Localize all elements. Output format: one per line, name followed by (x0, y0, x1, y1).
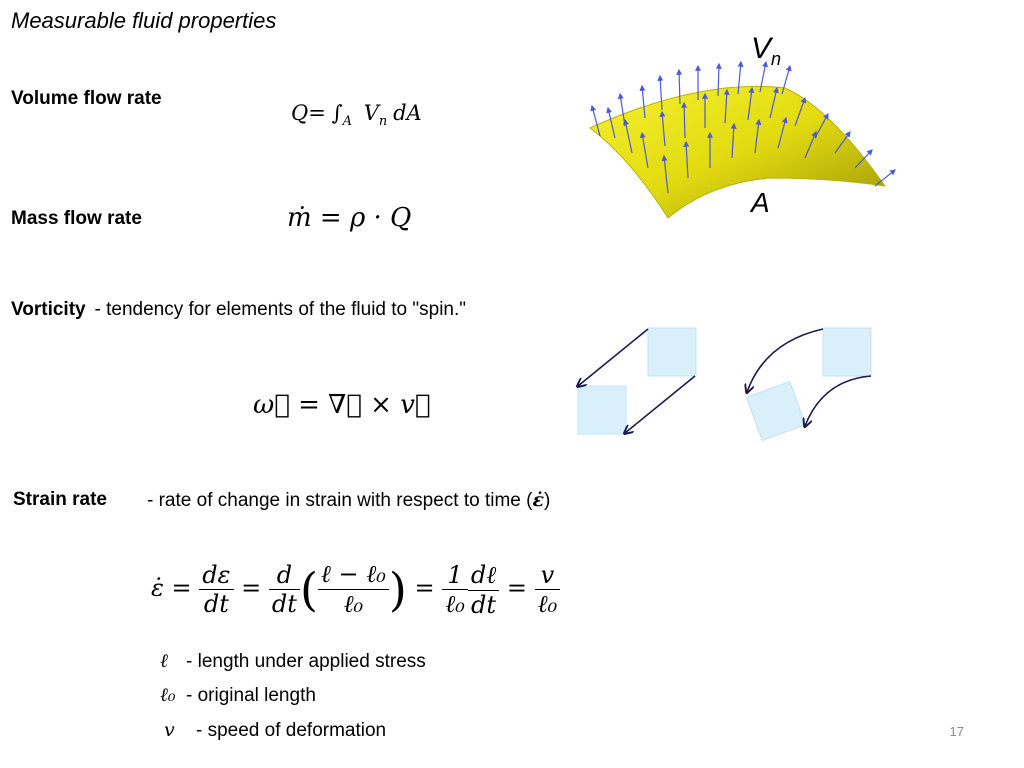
eq-equals-2: = (241, 574, 262, 602)
legend-row-speed: v - speed of deformation (160, 719, 386, 742)
surface-patch (589, 85, 887, 219)
vn-symbol: V (363, 101, 379, 125)
area-label: A (751, 187, 770, 218)
square-after (577, 385, 627, 435)
translation-arrow-top (578, 328, 649, 386)
strain-rate-symbol: ε̇ (532, 489, 545, 511)
vn-label: Vn (751, 32, 781, 70)
q-symbol: Q (291, 101, 309, 125)
rotation-arrow-top (747, 328, 824, 392)
numerator: v (534, 561, 561, 590)
eq-lhs: ε̇ (151, 574, 164, 602)
normal-arrows (590, 60, 896, 194)
strain-rate-desc-text: - rate of change in strain with respect … (147, 490, 533, 511)
vorticity-equation: ω⃗ = ∇⃗ × v⃗ (253, 390, 431, 420)
denominator: ℓ₀ (343, 590, 364, 618)
legend-row-length: ℓ - length under applied stress (160, 650, 426, 673)
equals-sign: = (308, 101, 326, 125)
strain-rate-description: - rate of change in strain with respect … (147, 489, 550, 512)
vorticity-label: Vorticity (11, 299, 86, 320)
strain-rate-label: Strain rate (13, 489, 107, 510)
integral-sign: ∫ (331, 101, 343, 125)
square-before (647, 327, 697, 377)
denominator: dt (471, 590, 497, 619)
legend-text: - original length (186, 685, 316, 706)
slide-title: Measurable fluid properties (11, 8, 277, 33)
strain-rate-desc-end: ) (544, 490, 551, 511)
legend-row-original-length: ℓ₀ - original length (160, 684, 316, 707)
numerator: ℓ − ℓ₀ (317, 560, 389, 590)
vn-subscript: n (378, 114, 388, 130)
rotation-arrow-bottom (805, 375, 872, 426)
denominator: ℓ₀ (445, 589, 465, 618)
legend-symbol: ℓ (160, 650, 168, 672)
vorticity-line: Vorticity - tendency for elements of the… (11, 299, 466, 321)
denominator: dt (203, 590, 229, 618)
numerator: 1 (442, 561, 468, 590)
slide-number: 17 (949, 724, 964, 739)
volume-flow-label: Volume flow rate (11, 88, 162, 109)
translation-diagram (570, 327, 697, 442)
numerator: dℓ (467, 561, 500, 591)
eq-equals-4: = (506, 574, 527, 602)
da-symbol: dA (393, 101, 422, 125)
legend-symbol: v (164, 719, 175, 741)
square-after (745, 380, 807, 442)
denominator: dt (271, 590, 297, 618)
integral-subscript: A (342, 114, 353, 130)
vn-letter: V (751, 32, 772, 65)
left-paren: ( (299, 562, 318, 617)
rotation-diagram (735, 327, 872, 442)
mass-flow-label: Mass flow rate (11, 208, 142, 229)
volume-flow-equation: Q= ∫A Vn dA (291, 101, 422, 129)
square-before (822, 327, 872, 377)
legend-text: - speed of deformation (196, 720, 387, 741)
vn-sub: n (771, 49, 782, 69)
eq-equals-1: = (171, 574, 192, 602)
translation-arrow-bottom (625, 375, 696, 433)
denominator: ℓ₀ (537, 589, 558, 618)
flux-surface-figure (589, 60, 896, 219)
mass-flow-equation: ṁ = ρ · Q (287, 203, 412, 233)
legend-text: - length under applied stress (186, 651, 426, 672)
numerator: d (268, 561, 300, 590)
eq-equals-3: = (414, 574, 435, 602)
numerator: dε (199, 561, 234, 590)
legend-symbol: ℓ₀ (160, 684, 176, 706)
right-paren: ) (388, 562, 407, 617)
vorticity-description: - tendency for elements of the fluid to … (94, 299, 467, 320)
